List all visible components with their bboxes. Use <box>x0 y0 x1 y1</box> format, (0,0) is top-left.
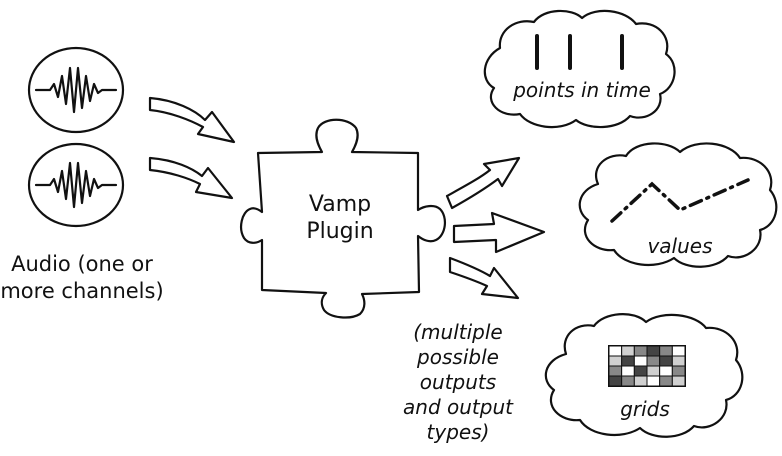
grid-icon <box>608 345 686 387</box>
output-label-points-in-time: points in time <box>513 78 651 102</box>
grid-cell <box>659 345 673 357</box>
grid-cell <box>659 375 673 387</box>
outputs-note-line2: possible <box>417 345 499 369</box>
plugin-label-line2: Plugin <box>306 219 374 244</box>
output-cloud <box>578 142 778 268</box>
grid-cell <box>633 345 648 357</box>
grid-cell <box>608 375 623 387</box>
grid-cell <box>621 345 635 357</box>
grid-cell <box>659 365 673 377</box>
vertical-marks-icon <box>535 34 624 70</box>
output-label-values: values <box>647 234 713 258</box>
outputs-note-line1: (multiple <box>413 320 503 344</box>
outputs-note-line5: types) <box>426 420 490 444</box>
grid-cell <box>646 375 661 387</box>
arrow-icon <box>148 156 234 200</box>
grid-cell <box>608 355 623 367</box>
output-cloud <box>544 313 744 438</box>
grid-cell <box>621 375 635 387</box>
grid-cell <box>633 365 648 377</box>
output-cloud <box>483 9 676 129</box>
grid-cell <box>671 355 686 367</box>
arrow-icon <box>452 211 546 254</box>
arrow-icon <box>148 96 236 144</box>
arrow-icon <box>445 156 521 210</box>
grid-cell <box>646 355 661 367</box>
output-label-grids: grids <box>620 397 670 421</box>
grid-cell <box>646 365 661 377</box>
grid-cell <box>671 375 686 387</box>
plugin-label-line1: Vamp <box>308 192 372 217</box>
dotted-polyline-icon <box>610 178 750 223</box>
outputs-note-line3: outputs <box>419 370 497 394</box>
audio-label-line2: more channels) <box>0 279 164 303</box>
grid-cell <box>671 345 686 357</box>
grid-cell <box>608 365 623 377</box>
audio-channel-icon <box>27 142 125 228</box>
grid-cell <box>633 375 648 387</box>
arrow-icon <box>448 256 520 300</box>
grid-cell <box>659 355 673 367</box>
audio-label-line1: Audio (one or <box>11 252 153 276</box>
grid-cell <box>608 345 623 357</box>
grid-cell <box>621 355 635 367</box>
audio-channel-icon <box>27 46 125 134</box>
puzzle-piece-icon <box>240 118 446 319</box>
outputs-note-line4: and output <box>403 395 513 419</box>
grid-cell <box>671 365 686 377</box>
grid-cell <box>633 355 648 367</box>
grid-cell <box>646 345 661 357</box>
grid-cell <box>621 365 635 377</box>
